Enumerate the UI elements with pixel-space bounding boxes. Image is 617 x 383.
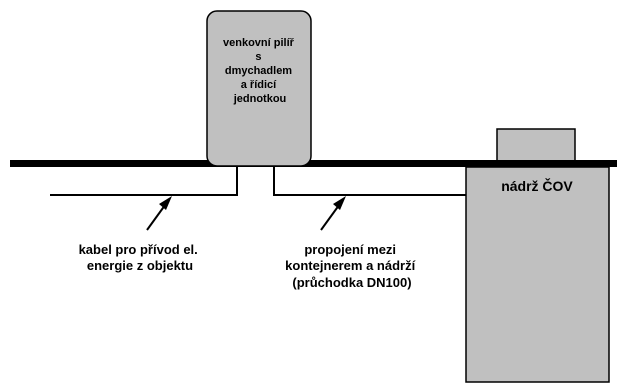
pillar-label-line: venkovní pilíř [223,37,295,49]
pillar-label-line: jednotkou [233,93,287,105]
pillar-label-line: s [255,51,261,63]
connection-pipe-line [273,167,466,196]
connection-arrow [320,196,346,231]
connection-label: propojení mezi kontejnerem a nádrží (prů… [285,242,419,290]
power-cable-line [50,167,238,196]
connection-label-line: propojení mezi [304,242,396,257]
tank-body [465,166,610,383]
cable-arrow [146,196,172,231]
cable-label-line: energie z objektu [87,258,193,273]
pillar-label: venkovní pilíř s dmychadlem a řídicí jed… [223,37,297,105]
cable-label: kabel pro přívod el. energie z objektu [79,242,202,273]
connection-label-line: kontejnerem a nádrží [285,258,415,273]
ground-line [10,160,617,167]
pillar-label-line: a řídicí [241,79,277,91]
outdoor-pillar [206,10,312,167]
tank-label: nádrž ČOV [501,177,573,194]
connection-label-line: (průchodka DN100) [292,275,411,290]
pillar-label-line: dmychadlem [225,65,292,77]
cable-label-line: kabel pro přívod el. [79,242,198,257]
tank-lid [496,128,576,165]
